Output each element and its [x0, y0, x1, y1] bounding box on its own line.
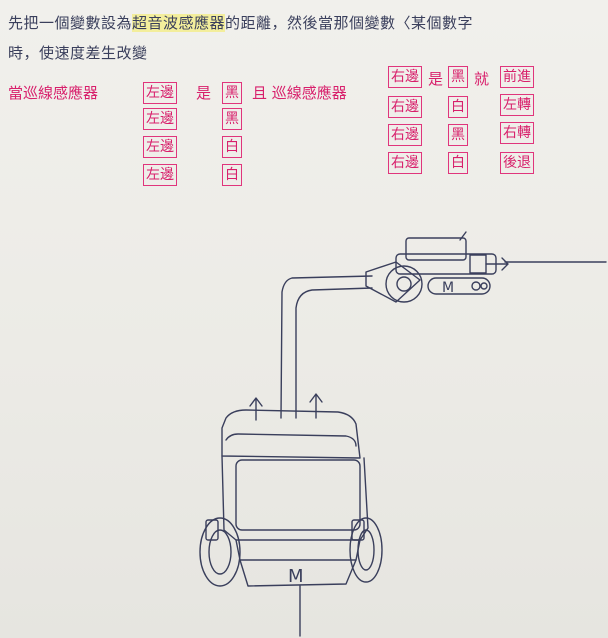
and-sensor-text: 且 巡線感應器: [252, 84, 347, 102]
line1-start: 先把一個變數設為: [8, 14, 133, 32]
motor-assembly: [365, 231, 509, 303]
left-color-cell-4: 白: [222, 164, 242, 186]
motor-top-bar: [405, 237, 467, 261]
action-cell-3: 右轉: [500, 122, 534, 144]
handwritten-line-1: 先把一個變數設為超音波感應器的距離，然後當那個變數〈某個數字: [8, 12, 473, 33]
gear-icon: [385, 265, 423, 303]
motor-shaft-block: [469, 254, 487, 274]
wire-line-2: [295, 287, 373, 419]
left-color-cell-2: 黑: [222, 108, 242, 130]
highlighted-phrase: 超音波感應器: [132, 14, 226, 32]
left-color-cell-1: 黑: [222, 82, 242, 104]
then-word: 就: [474, 70, 490, 88]
motor-label-car: M: [288, 566, 304, 587]
action-cell-2: 左轉: [500, 94, 534, 116]
right-sensor-cell-2: 右邊: [388, 96, 422, 118]
track-icon: [427, 277, 491, 295]
wire-line: [280, 261, 607, 419]
right-color-cell-1: 黑: [448, 66, 468, 88]
wheel-right: [349, 517, 383, 583]
right-color-cell-3: 黑: [448, 124, 468, 146]
right-sensor-cell-3: 右邊: [388, 124, 422, 146]
motor-wedge: [365, 261, 421, 303]
line1-end: 的距離，然後當那個變數〈某個數字: [225, 14, 474, 32]
right-sensor-cell-4: 右邊: [388, 152, 422, 174]
handwritten-line-2: 時，使速度差生改變: [8, 44, 148, 62]
motor-label-top: M: [442, 280, 454, 296]
rule-prefix: 當巡線感應器: [8, 84, 99, 102]
action-cell-4: 後退: [500, 152, 534, 174]
left-sensor-cell-1: 左邊: [143, 82, 177, 104]
right-color-cell-2: 白: [448, 96, 468, 118]
left-sensor-cell-3: 左邊: [143, 136, 177, 158]
motor-housing: [239, 559, 357, 587]
left-color-cell-3: 白: [222, 136, 242, 158]
motor-body: [395, 253, 497, 275]
left-sensor-cell-2: 左邊: [143, 108, 177, 130]
robot-car: [199, 409, 383, 587]
is-word-1: 是: [196, 84, 212, 102]
up-arrow-right: [309, 393, 323, 419]
wheel-left: [199, 517, 241, 587]
right-sensor-cell-1: 右邊: [388, 66, 422, 88]
action-cell-1: 前進: [500, 66, 534, 88]
up-arrow-left: [249, 397, 263, 421]
left-sensor-cell-4: 左邊: [143, 164, 177, 186]
right-color-cell-4: 白: [448, 152, 468, 174]
is-word-2: 是: [428, 70, 444, 88]
